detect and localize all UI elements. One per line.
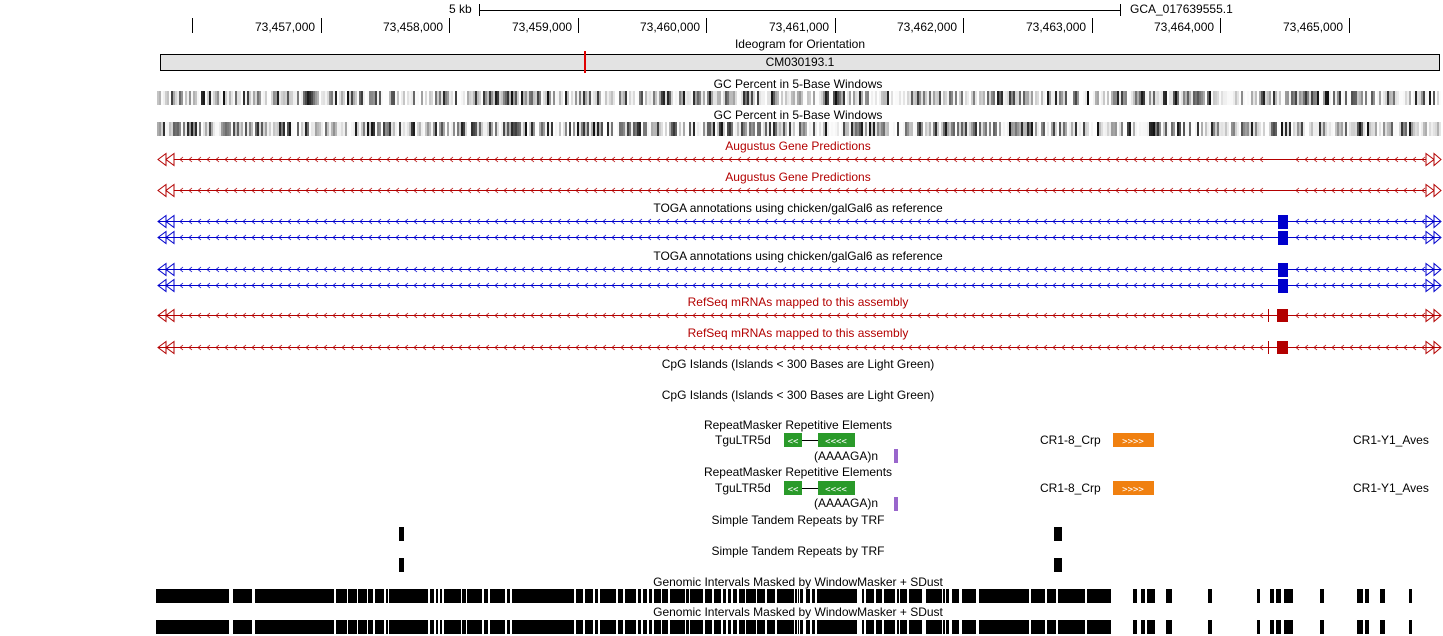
ruler-position: 73,460,000	[640, 20, 701, 34]
gc-percent-wiggle[interactable]	[157, 122, 1441, 136]
ideogram-chromosome[interactable]: CM030193.1	[160, 54, 1440, 71]
toga-transcript[interactable]	[158, 231, 1440, 245]
windowmasker-track-title[interactable]: Genomic Intervals Masked by WindowMasker…	[653, 605, 943, 619]
svg-text:>>>>: >>>>	[1122, 437, 1144, 447]
toga-track-title[interactable]: TOGA annotations using chicken/galGal6 a…	[653, 249, 943, 263]
trf-track-title[interactable]: Simple Tandem Repeats by TRF	[711, 513, 885, 527]
ruler-position: 73,461,000	[769, 20, 830, 34]
gc-track-title[interactable]: GC Percent in 5-Base Windows	[713, 77, 883, 91]
repeatmasker-simple-element[interactable]	[894, 449, 898, 463]
cpg-track-title[interactable]: CpG Islands (Islands < 300 Bases are Lig…	[661, 357, 935, 371]
augustus-track-title[interactable]: Augustus Gene Predictions	[725, 170, 871, 184]
repeat-label-cr1-aves[interactable]: CR1-Y1_Aves	[1353, 481, 1429, 495]
svg-text:<<: <<	[788, 437, 799, 447]
gc-percent-wiggle[interactable]	[157, 91, 1441, 105]
repeat-label-ltr[interactable]: TguLTR5d	[715, 433, 771, 447]
ruler-position: 73,465,000	[1283, 20, 1344, 34]
svg-text:>>>>: >>>>	[1122, 485, 1144, 495]
trf-repeat[interactable]	[1054, 527, 1062, 541]
repeat-label-cr1-aves[interactable]: CR1-Y1_Aves	[1353, 433, 1429, 447]
scale-label: 5 kb	[449, 2, 472, 16]
ruler-position: 73,457,000	[255, 20, 316, 34]
repeatmasker-line-element[interactable]: >>>>	[1113, 481, 1154, 495]
repeat-label-simple[interactable]: (AAAAGA)n	[814, 496, 879, 510]
windowmasker-track-title[interactable]: Genomic Intervals Masked by WindowMasker…	[653, 575, 943, 589]
refseq-track-title[interactable]: RefSeq mRNAs mapped to this assembly	[687, 295, 909, 309]
cpg-track-title[interactable]: CpG Islands (Islands < 300 Bases are Lig…	[661, 388, 935, 402]
repeatmasker-ltr-element[interactable]: << <<<<	[784, 481, 855, 495]
refseq-track-title[interactable]: RefSeq mRNAs mapped to this assembly	[687, 326, 909, 340]
windowmasker-intervals[interactable]	[156, 620, 1412, 634]
toga-transcript[interactable]	[158, 279, 1440, 293]
ruler-position: 73,462,000	[897, 20, 958, 34]
toga-track-title[interactable]: TOGA annotations using chicken/galGal6 a…	[653, 201, 943, 215]
strand-arrows	[157, 152, 1442, 355]
rmsk-track-title[interactable]: RepeatMasker Repetitive Elements	[703, 465, 893, 479]
repeat-label-ltr[interactable]: TguLTR5d	[715, 481, 771, 495]
ruler-position: 73,458,000	[383, 20, 444, 34]
ruler-position: 73,463,000	[1026, 20, 1087, 34]
repeat-label-cr1-crp[interactable]: CR1-8_Crp	[1040, 433, 1101, 447]
trf-track-title[interactable]: Simple Tandem Repeats by TRF	[711, 544, 885, 558]
assembly-label: GCA_017639555.1	[1130, 2, 1233, 16]
repeat-label-simple[interactable]: (AAAAGA)n	[814, 449, 879, 463]
windowmasker-intervals[interactable]	[156, 589, 1412, 603]
repeat-label-cr1-crp[interactable]: CR1-8_Crp	[1040, 481, 1101, 495]
repeatmasker-ltr-element[interactable]: << <<<<	[784, 433, 855, 447]
ruler-position: 73,464,000	[1154, 20, 1215, 34]
svg-text:<<<<: <<<<	[825, 437, 847, 447]
repeatmasker-line-element[interactable]: >>>>	[1113, 433, 1154, 447]
refseq-mrna[interactable]	[158, 341, 1440, 354]
ruler-graphics	[192, 4, 1350, 33]
trf-repeat[interactable]	[399, 558, 404, 572]
gc-track-title[interactable]: GC Percent in 5-Base Windows	[713, 108, 883, 122]
ideogram-title: Ideogram for Orientation	[734, 37, 866, 51]
svg-text:<<: <<	[788, 485, 799, 495]
repeatmasker-simple-element[interactable]	[894, 497, 898, 511]
trf-repeat[interactable]	[1054, 558, 1062, 572]
ruler-position: 73,459,000	[512, 20, 573, 34]
ideogram-position-marker	[584, 51, 586, 73]
toga-transcript[interactable]	[158, 215, 1440, 229]
trf-repeat[interactable]	[399, 527, 404, 541]
svg-text:<<<<: <<<<	[825, 485, 847, 495]
chromosome-label: CM030193.1	[765, 55, 835, 69]
toga-transcript[interactable]	[158, 263, 1440, 277]
augustus-track-title[interactable]: Augustus Gene Predictions	[725, 139, 871, 153]
refseq-mrna[interactable]	[158, 309, 1440, 322]
rmsk-track-title[interactable]: RepeatMasker Repetitive Elements	[703, 418, 893, 432]
